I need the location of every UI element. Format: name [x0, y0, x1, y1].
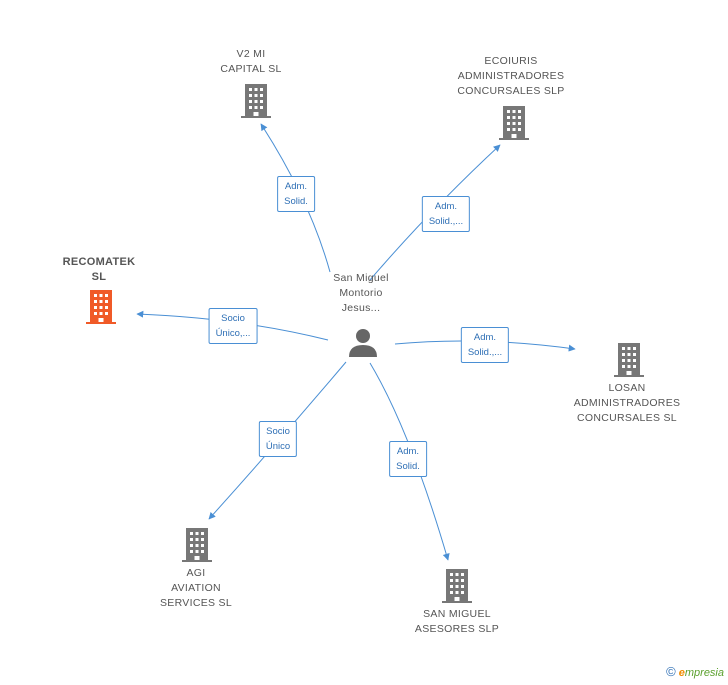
building-icon[interactable] — [442, 569, 472, 603]
building-icon[interactable] — [182, 528, 212, 562]
building-icon[interactable] — [614, 343, 644, 377]
relation-label-sanmiguel[interactable]: Adm. Solid. — [389, 441, 427, 477]
company-name-agi[interactable]: AGI AVIATION SERVICES SL — [160, 567, 232, 609]
building-icon[interactable] — [499, 106, 529, 140]
company-name-sanmiguel[interactable]: SAN MIGUEL ASESORES SLP — [414, 608, 500, 635]
brand-e: e — [678, 667, 685, 679]
center-person-name[interactable]: San Miguel Montorio Jesus... — [333, 272, 389, 314]
copyright-icon: © — [666, 664, 676, 679]
person-icon[interactable] — [347, 327, 379, 357]
building-icon[interactable] — [241, 84, 271, 118]
relation-label-losan[interactable]: Adm. Solid.,... — [460, 327, 510, 363]
company-name-recomatek[interactable]: RECOMATEK SL — [62, 256, 136, 283]
company-name-losan[interactable]: LOSAN ADMINISTRADORES CONCURSALES SL — [573, 382, 681, 424]
relation-label-ecoiuris[interactable]: Adm. Solid.,... — [421, 196, 471, 232]
brand-name: mpresia — [684, 667, 724, 679]
footer-brand: ©empresia — [666, 664, 724, 679]
relation-label-agi[interactable]: Socio Único — [258, 421, 298, 457]
building-icon[interactable] — [86, 290, 116, 324]
company-name-ecoiuris[interactable]: ECOIURIS ADMINISTRADORES CONCURSALES SLP — [457, 55, 565, 97]
relation-label-v2mi[interactable]: Adm. Solid. — [277, 176, 315, 212]
company-name-v2mi[interactable]: V2 MI CAPITAL SL — [220, 48, 282, 75]
relation-label-recomatek[interactable]: Socio Único,... — [208, 308, 258, 344]
